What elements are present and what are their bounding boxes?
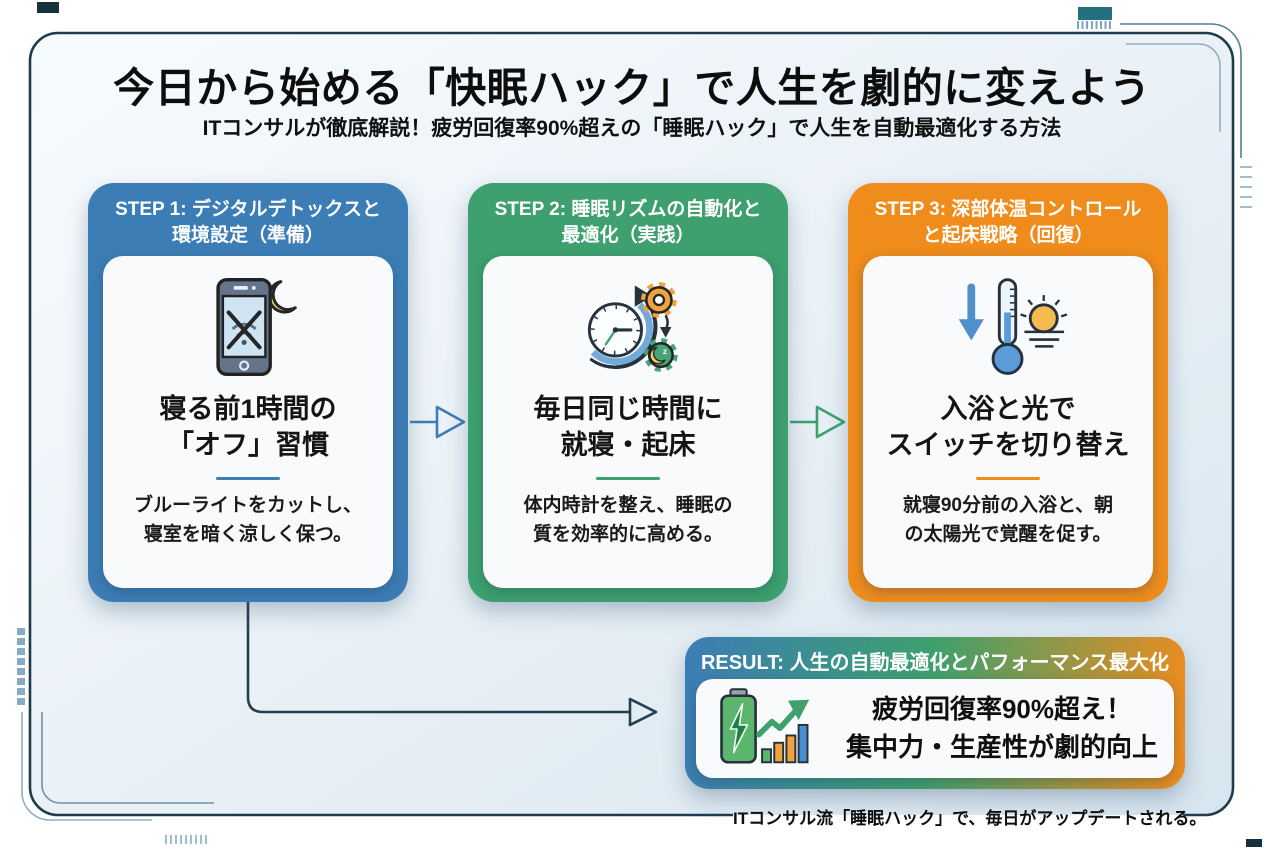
- result-header: RESULT: 人生の自動最適化とパフォーマンス最大化: [700, 652, 1170, 674]
- step-card-3: STEP 3: 深部体温コントロール と起床戦略（回復）: [848, 183, 1168, 602]
- deco-squares-left-edge: [17, 628, 25, 706]
- step-2-divider: [596, 476, 660, 481]
- step-1-title: 寝る前1時間の 「オフ」習慣: [159, 394, 337, 460]
- step-1-divider: [216, 476, 280, 481]
- deco-dashes-right-edge: [1240, 166, 1252, 214]
- battery-chart-growth-icon: [710, 686, 832, 772]
- flow-arrow-step1-step2-icon: [410, 405, 466, 439]
- step-1-header: STEP 1: デジタルデトックスと 環境設定（準備）: [115, 199, 381, 247]
- phone-wifi-off-moon-icon: [103, 268, 393, 386]
- corner-bracket-top-right-inner: [1126, 43, 1221, 132]
- corner-bracket-bottom-left-inner: [41, 712, 214, 804]
- outer-frame: [28, 31, 1235, 817]
- step-3-header: STEP 3: 深部体温コントロール と起床戦略（回復）: [874, 199, 1142, 247]
- clock-gears-automation-icon: z: [483, 268, 773, 386]
- step-card-2: STEP 2: 睡眠リズムの自動化と 最適化（実践）: [468, 183, 788, 602]
- step-1-description: ブルーライトをカットし、 寝室を暗く涼しく保つ。: [133, 495, 362, 545]
- result-body: 疲労回復率90%超え！ 集中力・生産性が劇的向上: [696, 679, 1174, 778]
- corner-bracket-top-right-outer: [1120, 23, 1242, 158]
- step-2-title: 毎日同じ時間に 就寝・起床: [533, 394, 723, 460]
- deco-rect-top-left: [37, 2, 59, 13]
- step-3-description: 就寝90分前の入浴と、朝 の太陽光で覚醒を促す。: [902, 495, 1114, 545]
- result-text: 疲労回復率90%超え！ 集中力・生産性が劇的向上: [845, 693, 1158, 762]
- svg-text:z: z: [663, 346, 668, 356]
- deco-ticks-bottom-edge: [165, 835, 209, 844]
- deco-rect-bottom-right: [1246, 839, 1262, 847]
- corner-bracket-bottom-left-outer: [21, 712, 152, 821]
- page-title: 今日から始める「快眠ハック」で人生を劇的に変えよう: [113, 65, 1151, 111]
- result-card: RESULT: 人生の自動最適化とパフォーマンス最大化 疲労回復率90%超え！ …: [685, 637, 1185, 789]
- step-1-body: 寝る前1時間の 「オフ」習慣 ブルーライトをカットし、 寝室を暗く涼しく保つ。: [103, 256, 393, 588]
- deco-rect-top-right: [1078, 7, 1112, 20]
- thermometer-sunrise-icon: [863, 268, 1153, 386]
- step-2-body: z 毎日同じ時間に 就寝・起床 体内時計を整え、睡眠の 質を効率的に高める。: [483, 256, 773, 588]
- flow-arrow-step2-step3-icon: [790, 405, 846, 439]
- step-3-title: 入浴と光で スイッチを切り替え: [886, 394, 1130, 460]
- step-3-divider: [976, 476, 1040, 481]
- step-card-1: STEP 1: デジタルデトックスと 環境設定（準備） 寝る前1時間の: [88, 183, 408, 602]
- page-subtitle: ITコンサルが徹底解説！疲労回復率90%超えの「睡眠ハック」で人生を自動最適化す…: [202, 117, 1062, 140]
- flow-connector-to-result-icon: [246, 602, 658, 727]
- footer-caption: ITコンサル流「睡眠ハック」で、毎日がアップデートされる。: [733, 809, 1207, 828]
- step-2-description: 体内時計を整え、睡眠の 質を効率的に高める。: [523, 495, 733, 545]
- deco-ticks-top-right: [1077, 21, 1113, 29]
- step-3-body: 入浴と光で スイッチを切り替え 就寝90分前の入浴と、朝 の太陽光で覚醒を促す。: [863, 256, 1153, 588]
- step-2-header: STEP 2: 睡眠リズムの自動化と 最適化（実践）: [494, 199, 762, 247]
